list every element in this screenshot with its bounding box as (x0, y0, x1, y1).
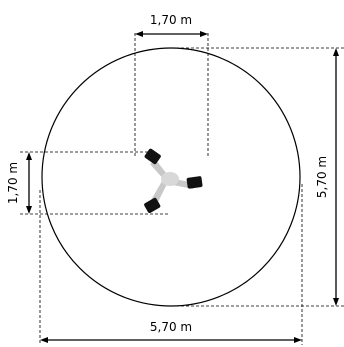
seat-3 (144, 197, 161, 213)
top-width-dimension: 1,70 m (135, 13, 208, 37)
bottom-width-label: 5,70 m (150, 320, 192, 334)
bottom-width-dimension: 5,70 m (40, 320, 302, 343)
seat-1 (144, 148, 161, 165)
top-width-label: 1,70 m (150, 13, 192, 27)
rotating-seesaw-equipment-icon (144, 148, 203, 213)
left-height-dimension: 1,70 m (6, 152, 32, 214)
right-height-label: 5,70 m (315, 156, 329, 198)
right-height-dimension: 5,70 m (315, 48, 339, 306)
seat-2 (186, 176, 203, 189)
left-height-label: 1,70 m (6, 162, 20, 204)
